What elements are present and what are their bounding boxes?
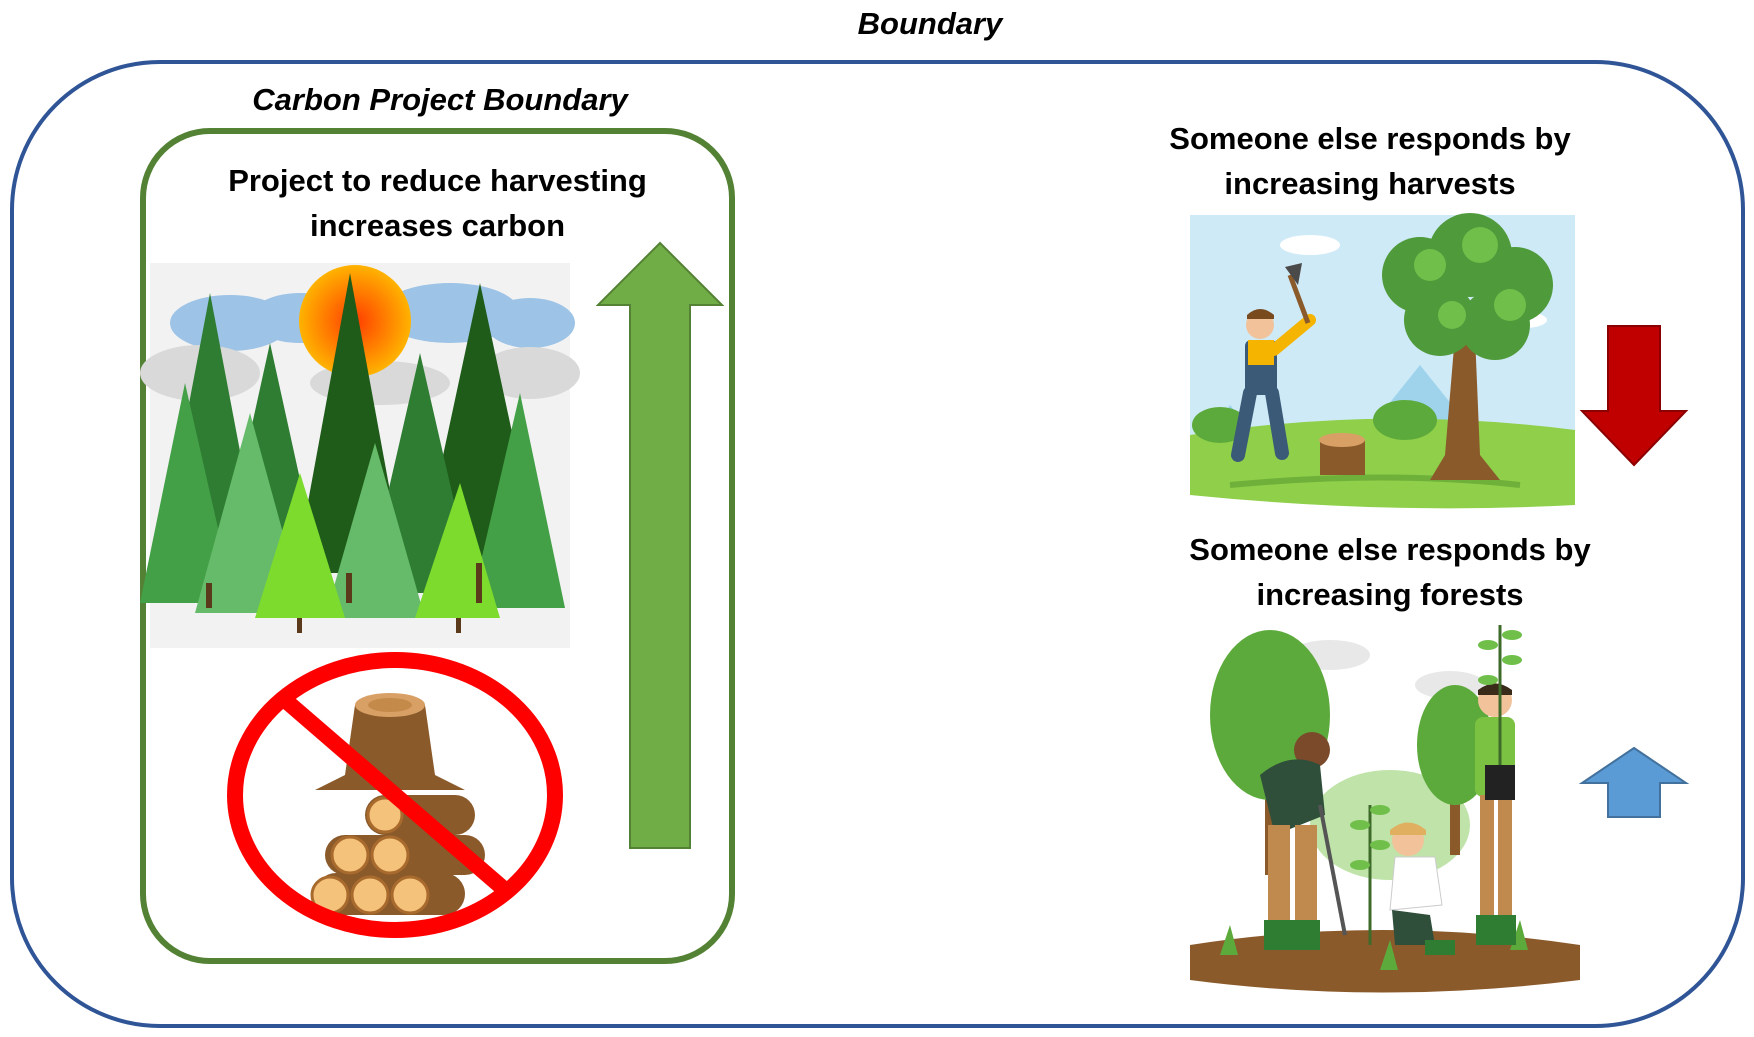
forest-response-heading: Someone else responds by increasing fore…: [1189, 532, 1591, 612]
no-logging-icon: [227, 652, 563, 938]
outer-boundary-label: Boundary: [857, 6, 1003, 41]
harvest-decrease-arrow: [1579, 325, 1689, 467]
forest-increase-arrow: [1578, 746, 1690, 818]
harvest-response-heading: Someone else responds by increasing harv…: [1169, 121, 1571, 201]
project-boundary: [140, 128, 735, 964]
harvest-illustration-icon: [1190, 213, 1575, 509]
project-boundary-label: Carbon Project Boundary: [252, 82, 628, 117]
project-heading: Project to reduce harvesting increases c…: [228, 163, 647, 243]
carbon-increase-arrow: [595, 241, 725, 849]
forest-icon: [140, 263, 580, 648]
outer-boundary: [10, 60, 1745, 1028]
planting-illustration-icon: [1190, 625, 1580, 993]
